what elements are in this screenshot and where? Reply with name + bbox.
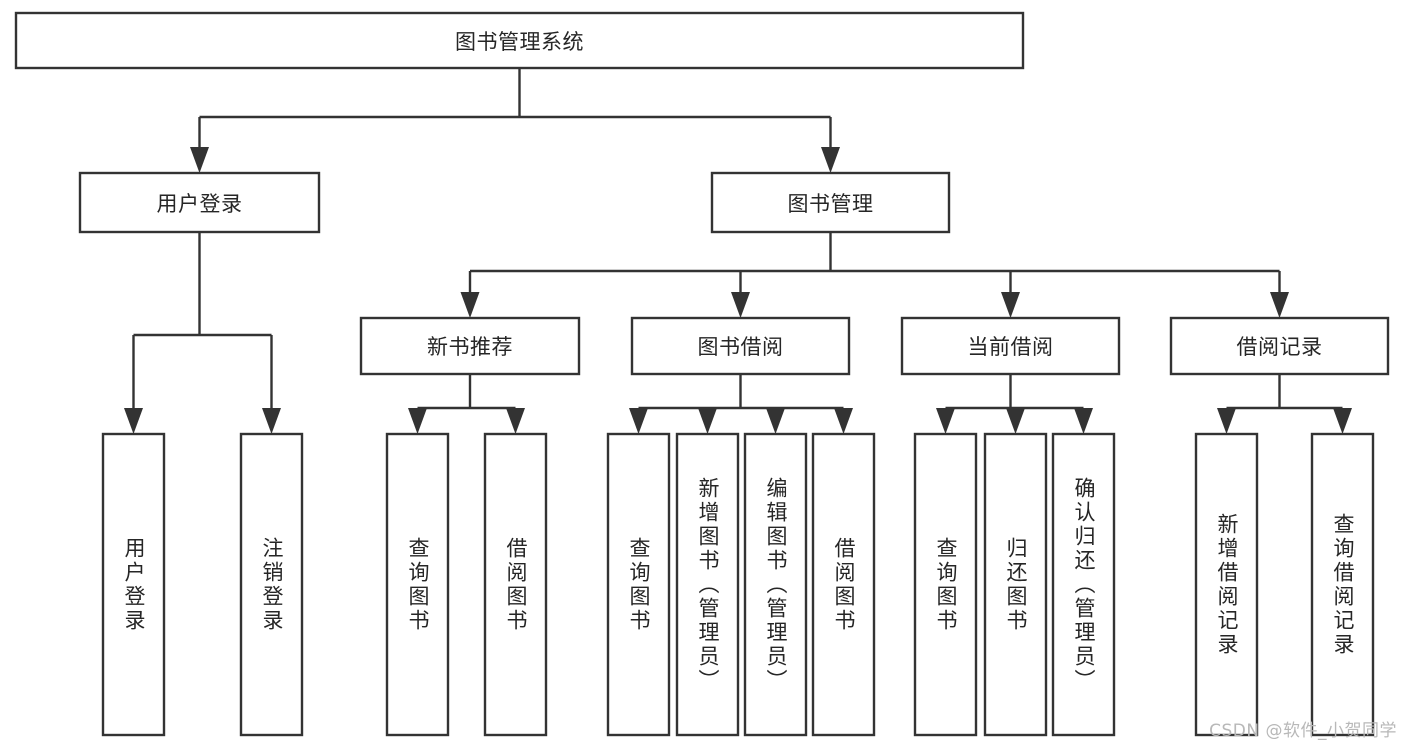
arrow-head-icon bbox=[1270, 292, 1289, 318]
arrow-head-icon bbox=[460, 292, 480, 318]
node-借阅记录[interactable] bbox=[1169, 316, 1390, 376]
arrow-head-icon bbox=[834, 408, 853, 434]
node-新增借阅记录[interactable] bbox=[1194, 432, 1259, 737]
arrow-head-icon bbox=[1001, 292, 1020, 318]
node-编辑图书管理员[interactable] bbox=[743, 432, 808, 737]
node-归还图书[interactable] bbox=[983, 432, 1048, 737]
node-图书借阅[interactable] bbox=[630, 316, 851, 376]
node-新书推荐[interactable] bbox=[359, 316, 581, 376]
csdn-watermark: CSDN @软件_小贺同学 bbox=[1209, 721, 1397, 741]
arrow-head-icon bbox=[506, 408, 525, 434]
connectors-layer bbox=[124, 68, 1352, 434]
arrow-head-icon bbox=[1217, 408, 1236, 434]
node-注销登录[interactable] bbox=[239, 432, 304, 737]
arrow-head-icon bbox=[190, 147, 209, 173]
arrow-head-icon bbox=[1333, 408, 1352, 434]
arrow-head-icon bbox=[698, 408, 717, 434]
arrow-head-icon bbox=[1006, 408, 1025, 434]
arrow-head-icon bbox=[629, 408, 648, 434]
arrow-head-icon bbox=[1074, 408, 1093, 434]
arrow-head-icon bbox=[766, 408, 785, 434]
node-图书管理系统-root[interactable] bbox=[14, 11, 1025, 70]
node-查询图书[interactable] bbox=[385, 432, 450, 737]
node-新增图书管理员[interactable] bbox=[675, 432, 740, 737]
arrow-head-icon bbox=[124, 408, 143, 434]
node-用户登录[interactable] bbox=[78, 171, 321, 234]
arrow-head-icon bbox=[262, 408, 281, 434]
node-确认归还管理员[interactable] bbox=[1051, 432, 1116, 737]
arrow-head-icon bbox=[936, 408, 955, 434]
boxes-layer bbox=[14, 11, 1390, 737]
arrow-head-icon bbox=[408, 408, 427, 434]
node-图书管理[interactable] bbox=[710, 171, 951, 234]
arrow-head-icon bbox=[821, 147, 840, 173]
node-借阅图书[interactable] bbox=[483, 432, 548, 737]
node-当前借阅[interactable] bbox=[900, 316, 1121, 376]
arrow-head-icon bbox=[731, 292, 750, 318]
node-用户登录[interactable] bbox=[101, 432, 166, 737]
node-查询图书[interactable] bbox=[606, 432, 671, 737]
node-查询图书[interactable] bbox=[913, 432, 978, 737]
node-借阅图书[interactable] bbox=[811, 432, 876, 737]
node-查询借阅记录[interactable] bbox=[1310, 432, 1375, 737]
